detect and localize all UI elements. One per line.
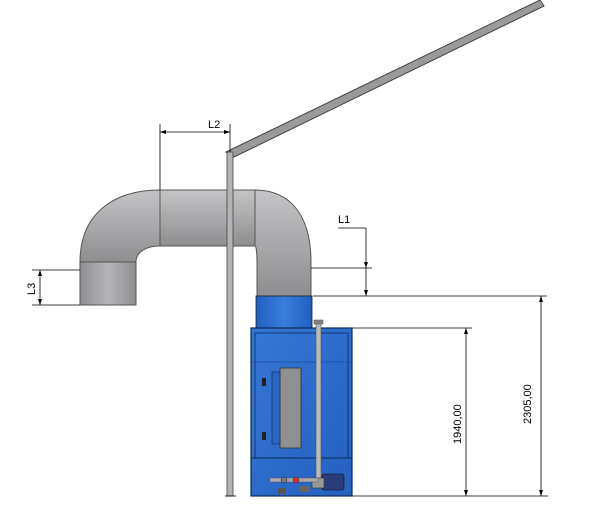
spray-booth: [250, 319, 353, 497]
support-column: [226, 151, 234, 497]
label-l1: L1: [338, 214, 350, 226]
exhaust-duct: [79, 189, 312, 306]
dimension-1940: 1940,00: [352, 327, 548, 497]
hinge-bottom: [262, 432, 266, 440]
pump-assembly: [269, 473, 345, 494]
filter-panel: [271, 367, 302, 449]
label-l2: L2: [208, 119, 220, 131]
dimension-l3: L3: [26, 269, 80, 306]
label-1940: 1940,00: [452, 404, 464, 444]
hinge-top: [262, 378, 266, 386]
dimension-l1: L1: [311, 214, 547, 297]
dimension-2305: 2305,00: [522, 296, 543, 496]
label-l3: L3: [26, 283, 38, 295]
blue-collar: [255, 295, 313, 329]
dimension-l2: L2: [159, 119, 231, 190]
label-2305: 2305,00: [522, 384, 534, 424]
roof-line: [225, 0, 545, 159]
